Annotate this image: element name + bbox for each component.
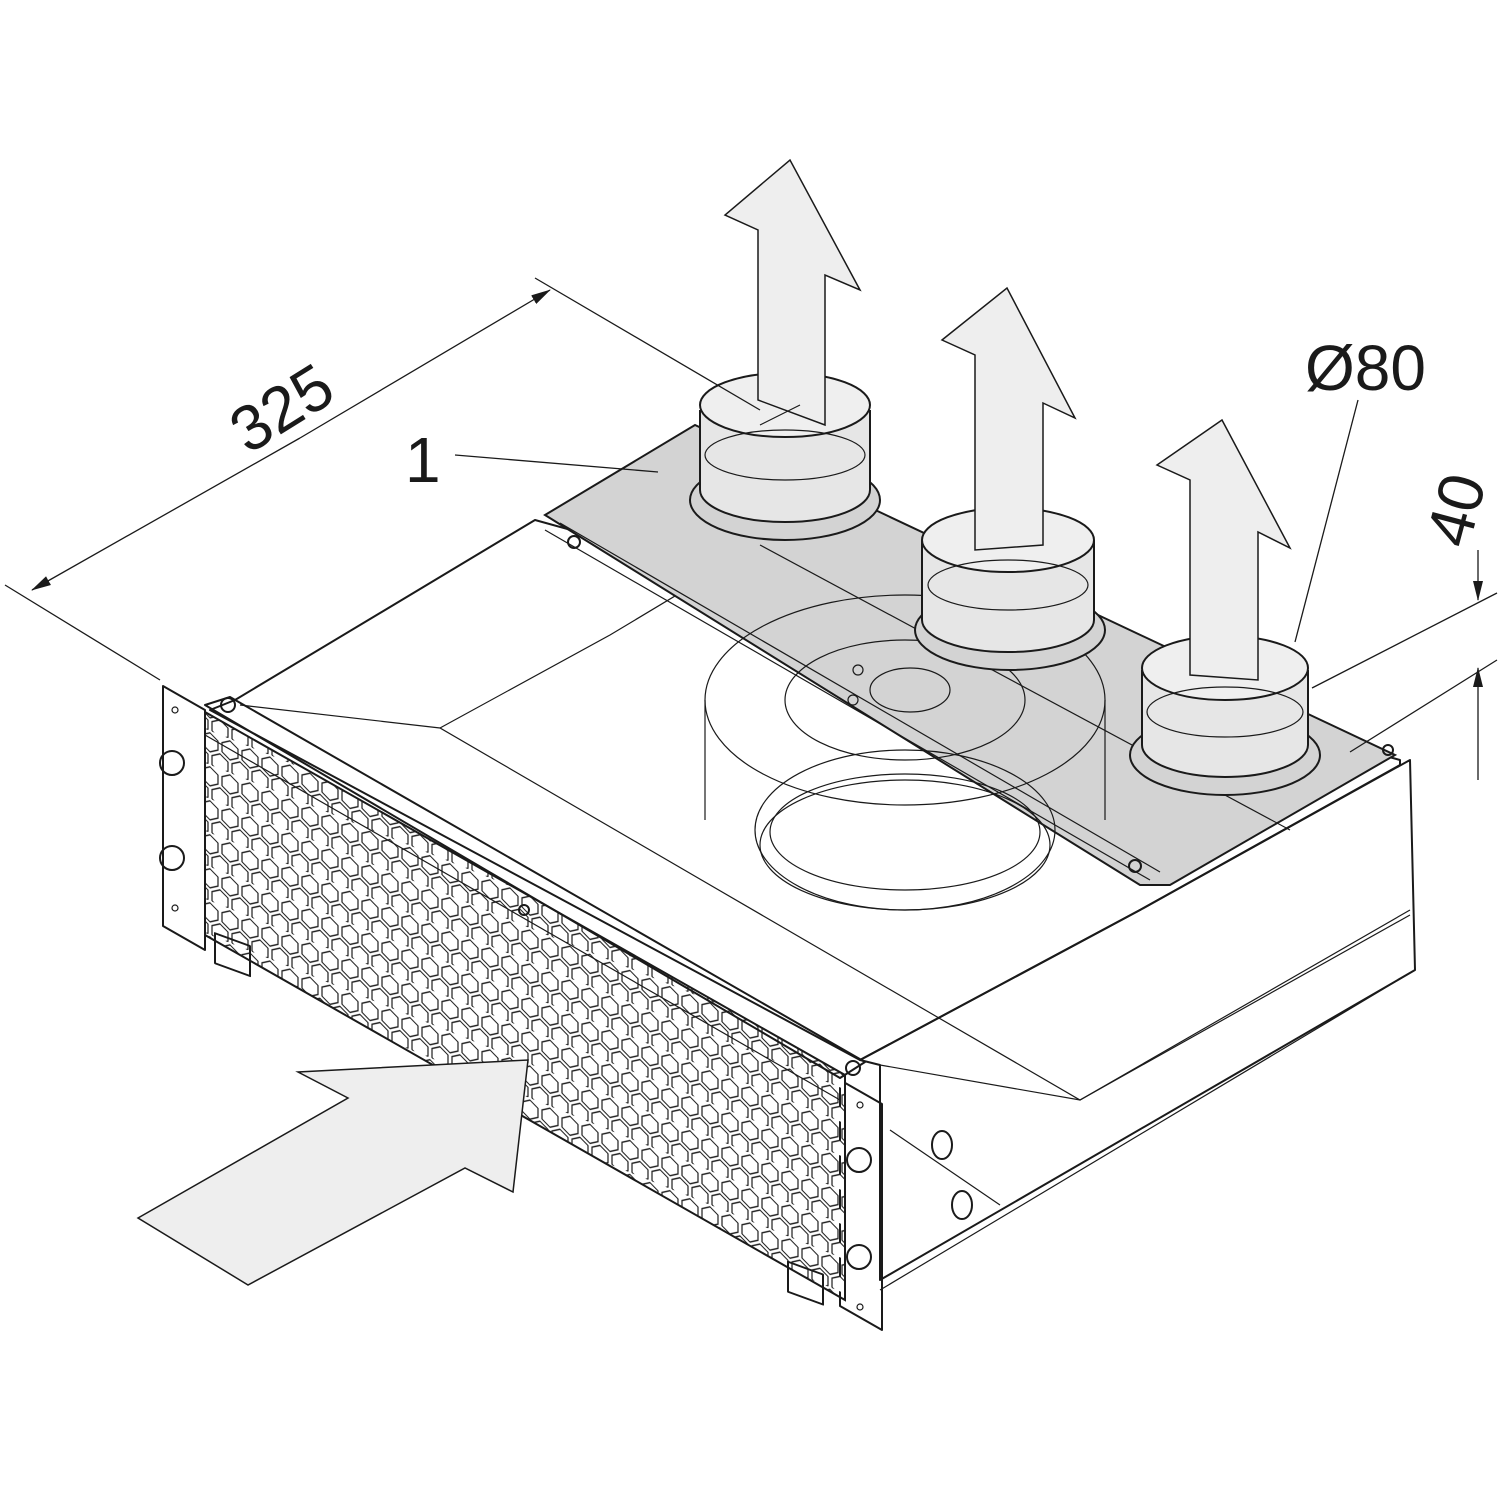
height-ext-line-top: [1311, 592, 1498, 689]
depth-ext-line-back: [534, 277, 761, 411]
front-rail-line: [204, 734, 841, 1101]
left-mount-ear: [162, 685, 206, 951]
fan-slot: [852, 664, 864, 676]
front-panel: [159, 685, 883, 1331]
fan-intake-ring-inner: [769, 773, 1041, 891]
callout-1-leader: [454, 454, 659, 473]
rail-screw-left: [220, 697, 236, 713]
side-hole-1: [931, 1130, 953, 1160]
ear-pin-left-2: [171, 904, 179, 912]
callout-1: 1: [405, 424, 659, 496]
height-dimension-label: 40: [1412, 466, 1500, 553]
panel-screw-2: [1128, 859, 1142, 873]
collar-3-inner: [1146, 686, 1304, 738]
depth-ext-line-front: [4, 584, 161, 681]
fan-hub: [869, 667, 951, 713]
ear-hole-left-2: [159, 845, 185, 871]
panel-screw-3: [1382, 744, 1394, 756]
diameter-dimension-label: Ø80: [1305, 332, 1426, 404]
ear-hole-right-2: [846, 1244, 872, 1270]
airflow-up-arrow-1: [723, 158, 862, 427]
ear-pin-left-1: [171, 706, 179, 714]
panel-rail-1: [544, 529, 1151, 881]
rail-screw-right: [845, 1060, 861, 1076]
internal-fan: [704, 594, 1106, 911]
side-chamfer: [879, 914, 1411, 1101]
lid-front-chamfer: [239, 704, 1411, 1101]
fan-bolt: [847, 694, 859, 706]
ear-hole-left-1: [159, 750, 185, 776]
latch-right: [787, 1260, 824, 1306]
diameter-leader: [1294, 399, 1359, 643]
panel-rail-2: [559, 522, 1161, 873]
airflow-up-arrow-2: [940, 286, 1077, 551]
collar-1-tube: [699, 410, 871, 523]
depth-dim-line-b: [299, 289, 551, 439]
side-bottom-edge: [879, 969, 1416, 1291]
exhaust-collar-2: [914, 507, 1106, 671]
fan-intake-ring-outer: [759, 779, 1051, 911]
rail-screw-mid: [518, 904, 530, 916]
diameter-dimension: Ø80: [1294, 332, 1426, 643]
height-ext-line-bottom: [1349, 659, 1498, 753]
collar-1-axis: [759, 404, 801, 426]
collar-2-inner: [927, 559, 1089, 611]
front-top-rail: [204, 696, 866, 1079]
ear-hole-right-1: [846, 1147, 872, 1173]
ear-pin-right-1: [856, 1101, 864, 1109]
housing-body: [209, 519, 1416, 1291]
fan-rotor: [784, 639, 1026, 761]
perforated-grille: [204, 710, 846, 1302]
collar-1-inner: [704, 429, 866, 481]
side-rail: [889, 1129, 1001, 1206]
depth-dim-line-a: [31, 437, 301, 591]
airflow-intake-arrow: [136, 1059, 529, 1286]
latch-left: [214, 932, 251, 978]
airflow-up-arrow-3: [1155, 418, 1292, 681]
panel-screw-1: [567, 535, 581, 549]
ear-pin-right-2: [856, 1303, 864, 1311]
callout-1-label: 1: [405, 424, 441, 496]
side-hole-2: [951, 1190, 973, 1220]
right-mount-ear: [839, 1079, 883, 1331]
depth-dimension-label: 325: [217, 349, 346, 467]
